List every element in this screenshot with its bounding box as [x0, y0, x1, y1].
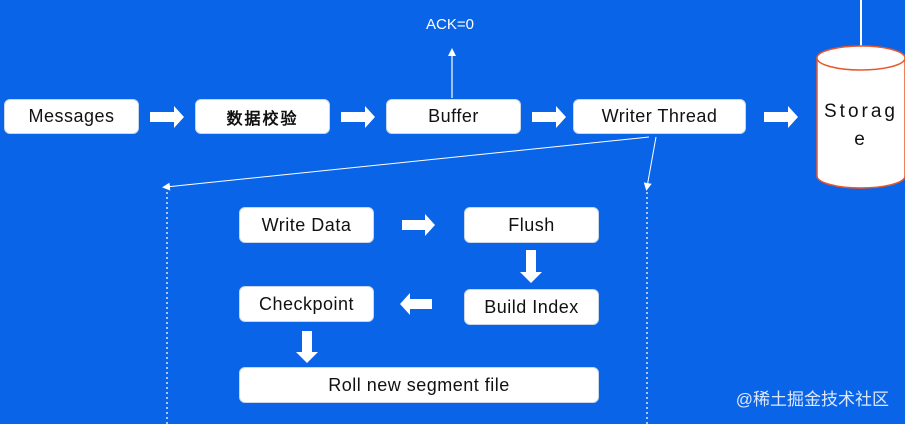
- writer-thread-box: Writer Thread: [573, 99, 746, 134]
- storage-cylinder: [816, 0, 905, 189]
- zoom-line-left: [162, 136, 650, 191]
- watermark: @稀土掘金技术社区: [735, 390, 889, 409]
- build-index-box: Build Index: [464, 289, 599, 325]
- ack-label: ACK=0: [426, 16, 474, 33]
- arrow-flush-to-index: [520, 250, 542, 283]
- storage-label: Storage: [824, 101, 898, 150]
- roll-segment-box: Roll new segment file: [239, 367, 599, 403]
- arrow-writer-to-storage: [764, 106, 798, 128]
- arrow-validate-to-buffer: [341, 106, 375, 128]
- messages-box: Messages: [4, 99, 139, 134]
- buffer-box: Buffer: [386, 99, 521, 134]
- checkpoint-box: Checkpoint: [239, 286, 374, 322]
- arrow-buffer-to-writer: [532, 106, 566, 128]
- arrow-checkpoint-to-roll: [296, 331, 318, 363]
- arrow-write-to-flush: [402, 214, 435, 236]
- flush-box: Flush: [464, 207, 599, 243]
- arrow-index-to-checkpoint: [400, 293, 432, 315]
- write-data-box: Write Data: [239, 207, 374, 243]
- validate-box: 数据校验: [195, 99, 330, 134]
- zoom-line-right: [643, 136, 657, 191]
- arrow-messages-to-validate: [150, 106, 184, 128]
